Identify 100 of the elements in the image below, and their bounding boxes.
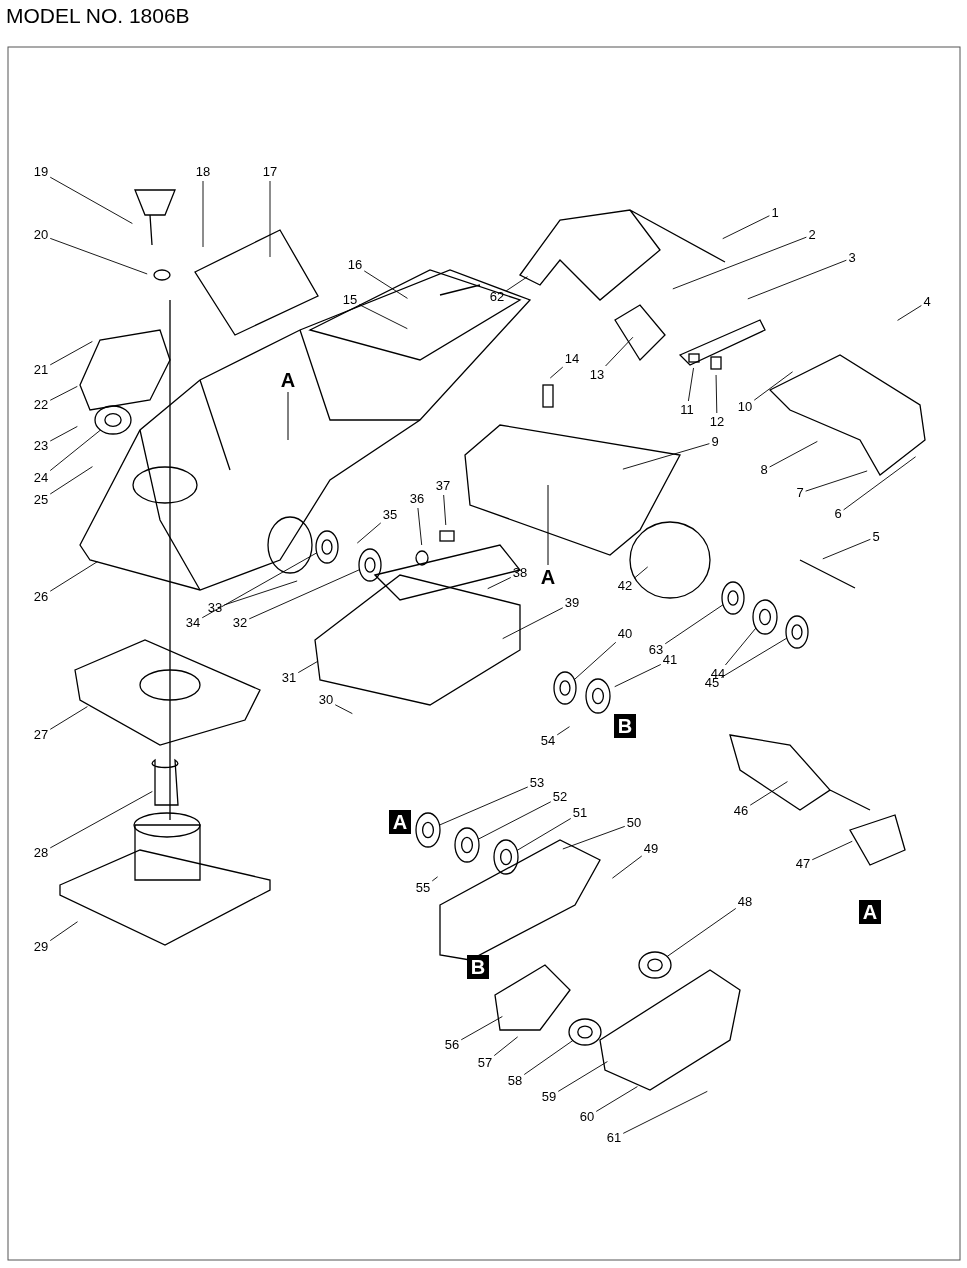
leader-line [443,494,447,526]
leader-line [822,538,871,560]
leader-line [356,522,382,544]
callout-number: 3 [848,251,856,265]
callout-number: 5 [872,530,880,544]
model-title: MODEL NO. 1806B [6,4,190,28]
leader-line [843,456,917,511]
leader-line [556,726,570,736]
callout-number: 42 [617,579,633,593]
leader-line [722,215,770,240]
callout-number: 24 [33,471,49,485]
callout-number: 57 [477,1056,493,1070]
leader-line [769,440,818,468]
callout-number: 20 [33,228,49,242]
leader-line [672,236,807,290]
section-marker: A [859,900,881,924]
leader-line [573,641,617,681]
callout-number: 7 [796,486,804,500]
callout-number: 47 [795,857,811,871]
callout-number: 40 [617,627,633,641]
leader-line [358,304,408,330]
leader-line [417,507,423,546]
leader-line [724,627,757,666]
callout-number: 1 [771,206,779,220]
leader-line [269,180,271,258]
leader-line [460,1016,503,1041]
callout-number: 16 [347,258,363,272]
leader-line [439,786,529,826]
callout-number: 29 [33,940,49,954]
callout-number: 18 [195,165,211,179]
callout-number: 55 [415,881,431,895]
leader-line [897,305,922,321]
leader-line [505,276,528,292]
leader-line [664,604,724,645]
callout-number: 36 [409,492,425,506]
leader-line [49,706,88,730]
callout-number: 23 [33,439,49,453]
leader-line [49,341,93,366]
callout-number: 59 [541,1090,557,1104]
leader-line [715,374,718,414]
callout-number: 26 [33,590,49,604]
leader-line [49,466,93,495]
callout-number: 49 [643,842,659,856]
leader-line [749,781,788,806]
callout-number: 28 [33,846,49,860]
leader-line [202,180,204,248]
callout-number: 21 [33,363,49,377]
callout-number: 10 [737,400,753,414]
callout-number: 15 [342,293,358,307]
callout-number: 34 [185,616,201,630]
leader-line [49,385,78,401]
callout-number: 6 [834,507,842,521]
leader-line [811,840,853,861]
callout-number: 31 [281,671,297,685]
callout-number: 14 [564,352,580,366]
leader-line [431,876,439,882]
leader-line [523,1040,574,1075]
section-marker: B [467,955,489,979]
callout-number: 63 [648,643,664,657]
callout-number: 51 [572,806,588,820]
callout-number: 17 [262,165,278,179]
section-label: A [540,565,556,589]
leader-line [297,661,318,674]
callout-number: 48 [737,895,753,909]
callout-number: 9 [711,435,719,449]
leader-line [549,366,564,379]
callout-number: 19 [33,165,49,179]
callout-number: 41 [662,653,678,667]
leader-line [49,561,98,592]
leader-line [493,1036,519,1057]
leader-line [516,818,572,851]
callout-number: 30 [318,693,334,707]
callout-number: 52 [552,790,568,804]
section-label: A [280,368,296,392]
callout-number: 58 [507,1074,523,1088]
leader-line [487,577,512,590]
leader-line [622,443,710,470]
leader-line [334,704,353,715]
leader-line [557,1061,608,1092]
leader-line [614,664,662,688]
leader-line [201,552,318,619]
callout-number: 11 [680,403,694,417]
section-marker: A [389,810,411,834]
leader-line [622,1090,708,1134]
leader-line [248,569,360,620]
callout-number: 61 [606,1131,622,1145]
callout-number: 25 [33,493,49,507]
leader-line [49,921,78,942]
callout-number: 37 [435,479,451,493]
callout-number: 53 [529,776,545,790]
callout-number: 62 [489,290,505,304]
callout-number: 22 [33,398,49,412]
section-marker: B [614,714,636,738]
leader-line [666,908,737,957]
callout-number: 33 [207,601,223,615]
callout-number: 27 [33,728,49,742]
callout-number: 12 [709,415,725,429]
leader-line [363,270,408,299]
callout-number: 38 [512,566,528,580]
leader-line [720,637,788,678]
